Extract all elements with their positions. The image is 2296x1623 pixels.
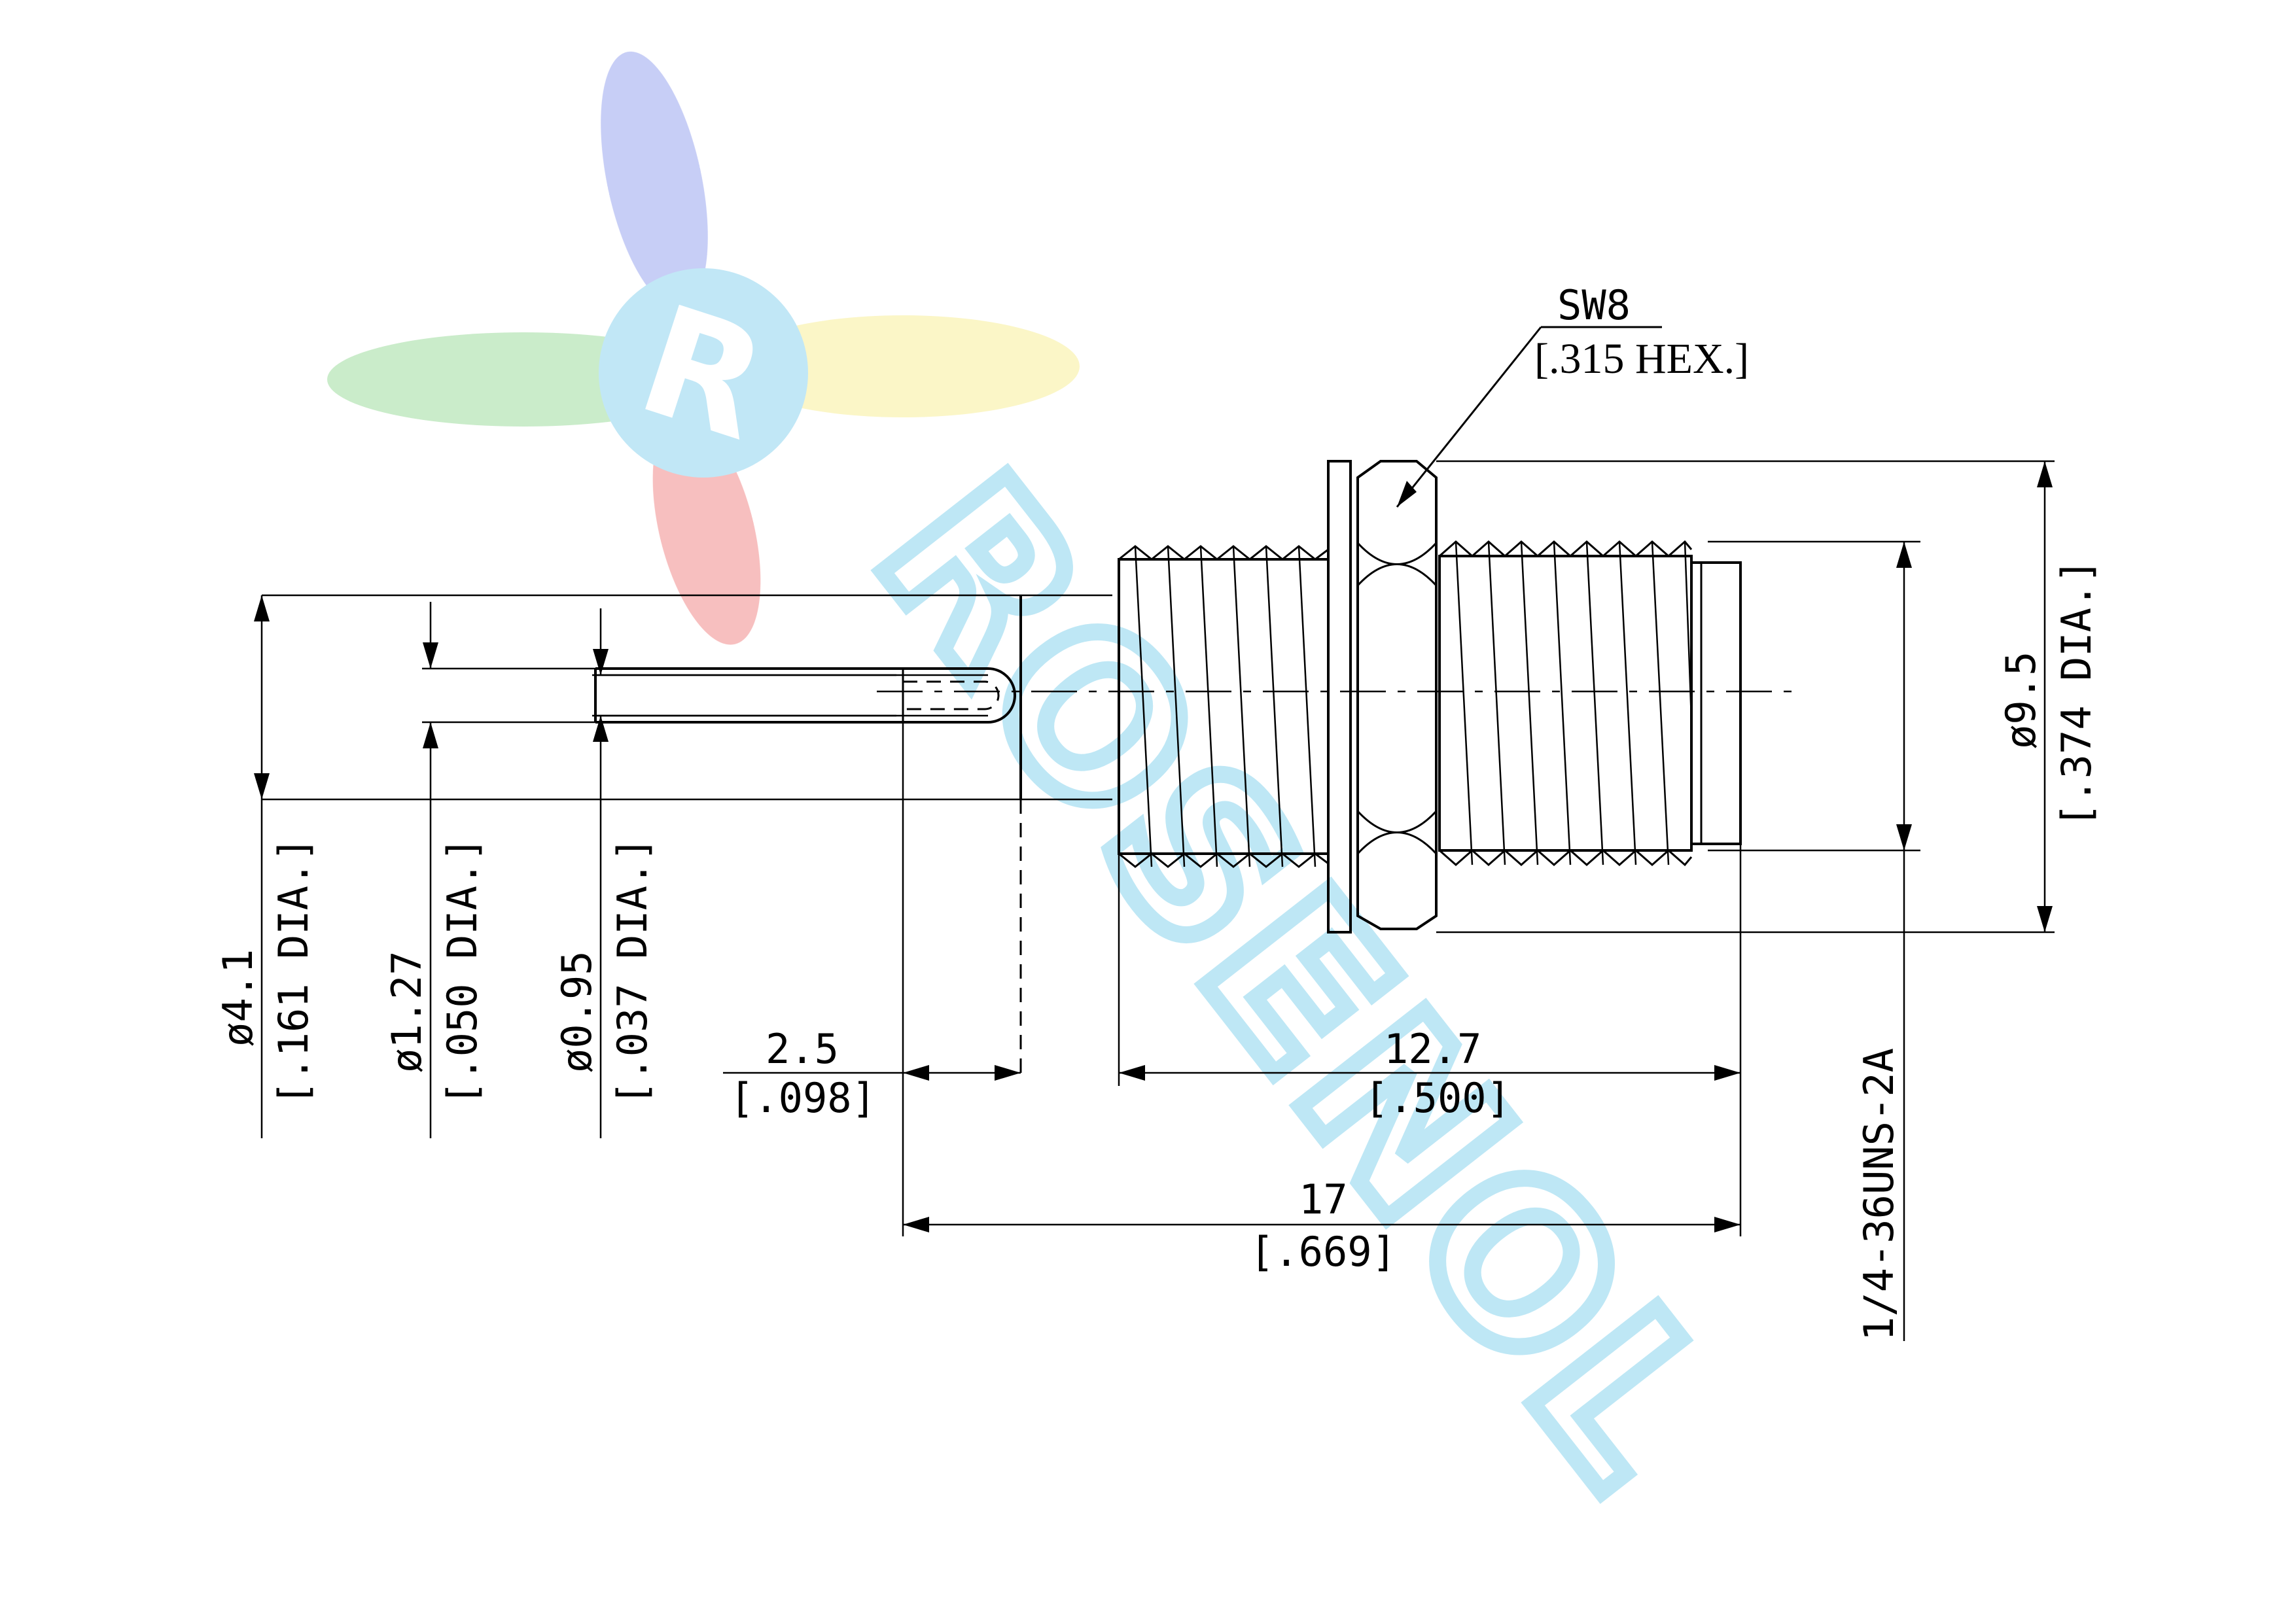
thread-length-mm: 12.7 (1384, 1025, 1481, 1073)
watermark-logo: R (327, 51, 1080, 645)
pin-dia-mm: ø1.27 (383, 951, 431, 1073)
hex-nut (1356, 460, 1438, 930)
dim-overall-length: 17 [.669] (903, 1176, 1740, 1276)
dim-pin-body-dia: ø4.1 [.161 DIA.] (214, 595, 317, 1138)
body-outline (262, 594, 1112, 1073)
thread-spec-label: 1/4-36UNS-2A (1855, 1048, 1903, 1341)
dim-pin-length: 2.5 [.098] (723, 722, 1021, 1236)
overall-length-inch: [.669] (1250, 1228, 1396, 1276)
watermark-text-group: ROSENOL (822, 425, 1776, 1542)
hex-size-label: SW8 (1557, 281, 1631, 329)
pin-tip-dia-inch: [.037 DIA.] (609, 837, 656, 1106)
pin-tip-dia-mm: ø0.95 (553, 951, 601, 1073)
thread-length-inch: [.500] (1364, 1074, 1511, 1122)
pin-length-mm: 2.5 (766, 1025, 839, 1073)
washer (1327, 460, 1352, 934)
watermark-text: ROSENOL (830, 433, 1767, 1533)
flange-dia-mm: ø9.5 (1997, 652, 2045, 749)
flange-dia-inch: [.374 DIA.] (2053, 559, 2100, 828)
dim-pin-tip-dia: ø0.95 [.037 DIA.] (553, 608, 896, 1138)
front-face (1690, 561, 1742, 845)
pin-body-dia-inch: [.161 DIA.] (270, 837, 317, 1106)
dim-flange-dia: ø9.5 [.374 DIA.] (1436, 460, 2100, 934)
thread-left (1118, 545, 1330, 868)
pin-dia-inch: [.050 DIA.] (438, 837, 486, 1106)
dim-thread-length: 12.7 [.500] (1118, 844, 1742, 1236)
thread-right (1438, 540, 1693, 867)
hex-size-inch-label: [.315 HEX.] (1534, 335, 1749, 383)
dim-thread-spec: 1/4-36UNS-2A (1708, 540, 1920, 1341)
hex-callout: SW8 [.315 HEX.] (1396, 281, 1749, 508)
overall-length-mm: 17 (1299, 1176, 1348, 1223)
pin-length-inch: [.098] (730, 1074, 876, 1122)
pin-body-dia-mm: ø4.1 (214, 949, 262, 1047)
dim-pin-dia: ø1.27 [.050 DIA.] (383, 602, 595, 1138)
